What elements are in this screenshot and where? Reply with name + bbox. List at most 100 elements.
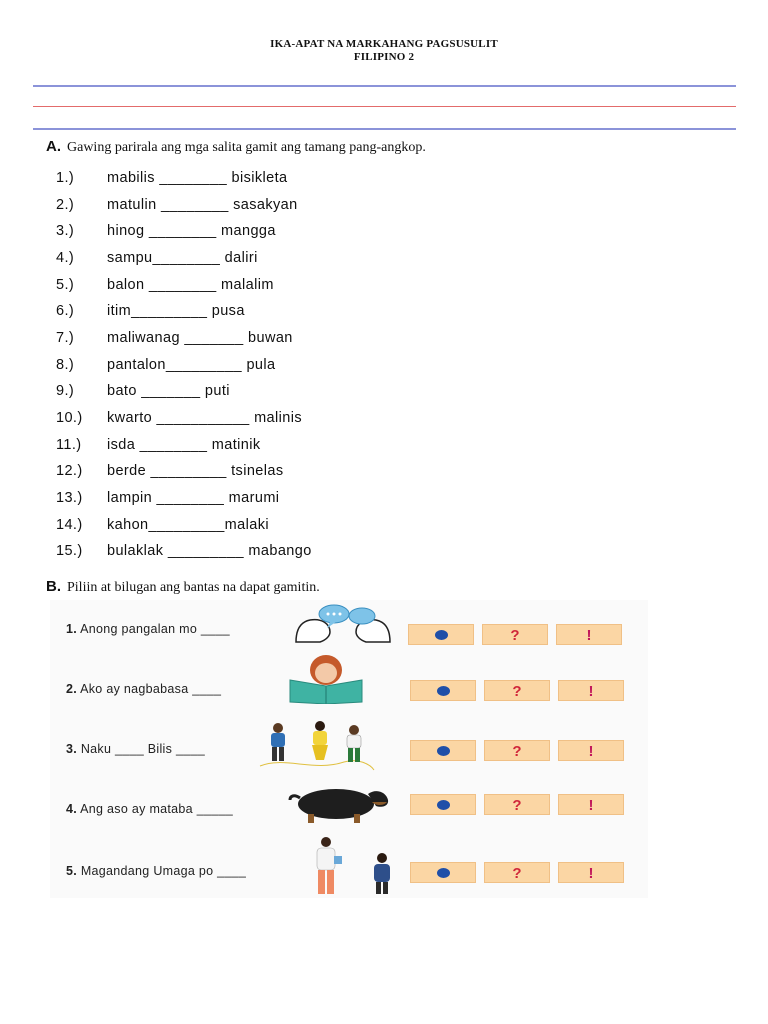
exam-title: IKA-APAT NA MARKAHANG PAGSUSULIT (270, 38, 498, 50)
question-mark-icon: ? (512, 797, 522, 814)
item-number: 8.) (56, 357, 75, 373)
item-text: kwarto ___________ malinis (107, 410, 302, 426)
list-item: 2.) matulin ________ sasakyan (56, 197, 298, 213)
speech-bubbles-icon (295, 604, 391, 643)
item-number: 14.) (56, 517, 83, 533)
item-number: 4.) (56, 250, 75, 266)
exclamation-icon: ! (588, 683, 594, 700)
item-text: itim_________ pusa (107, 303, 245, 319)
list-item: 9.) bato _______ puti (56, 383, 230, 399)
item-text: maliwanag _______ buwan (107, 330, 293, 346)
question-mark-choice[interactable]: ? (484, 794, 550, 815)
item-number: 11.) (56, 437, 82, 453)
item-text: kahon_________malaki (107, 517, 269, 533)
divider-line (33, 85, 736, 87)
item-number: 10.) (56, 410, 83, 426)
exclamation-icon: ! (588, 743, 594, 760)
section-a-instruction: Gawing parirala ang mga salita gamit ang… (67, 140, 426, 155)
period-choice[interactable] (410, 794, 476, 815)
exclamation-choice[interactable]: ! (558, 794, 624, 815)
list-item: 10.) kwarto ___________ malinis (56, 410, 302, 426)
item-number: 13.) (56, 490, 83, 506)
period-icon (437, 746, 450, 756)
period-icon (437, 868, 450, 878)
running-children-icon (259, 721, 375, 771)
item-text: hinog ________ mangga (107, 223, 276, 239)
greeting-people-icon (316, 837, 390, 894)
period-icon (435, 630, 448, 640)
period-choice[interactable] (408, 624, 474, 645)
item-text: isda ________ matinik (107, 437, 261, 453)
period-choice[interactable] (410, 740, 476, 761)
exclamation-choice[interactable]: ! (558, 740, 624, 761)
question-text: 2. Ako ay nagbabasa ____ (66, 682, 222, 696)
item-number: 9.) (56, 383, 75, 399)
period-choice[interactable] (410, 680, 476, 701)
item-text: balon ________ malalim (107, 277, 274, 293)
question-text: 4. Ang aso ay mataba _____ (66, 802, 233, 816)
item-text: matulin ________ sasakyan (107, 197, 298, 213)
exclamation-icon: ! (586, 627, 592, 644)
list-item: 6.) itim_________ pusa (56, 303, 245, 319)
question-text: 3. Naku ____ Bilis ____ (66, 742, 205, 756)
question-mark-icon: ? (512, 743, 522, 760)
section-b-title: B. Piliin at bilugan ang bantas na dapat … (46, 578, 320, 596)
question-mark-icon: ? (512, 683, 522, 700)
list-item: 5.) balon ________ malalim (56, 277, 274, 293)
period-choice[interactable] (410, 862, 476, 883)
period-icon (437, 686, 450, 696)
list-item: 12.) berde _________ tsinelas (56, 463, 283, 479)
question-row: 4. Ang aso ay mataba _____ ? ! (50, 788, 648, 828)
item-number: 1.) (56, 170, 75, 186)
item-text: berde _________ tsinelas (107, 463, 284, 479)
list-item: 7.) maliwanag _______ buwan (56, 330, 293, 346)
section-a-title: A. Gawing parirala ang mga salita gamit a… (46, 138, 426, 156)
question-mark-choice[interactable]: ? (484, 680, 550, 701)
list-item: 14.) kahon_________malaki (56, 517, 269, 533)
exclamation-choice[interactable]: ! (558, 680, 624, 701)
item-text: mabilis ________ bisikleta (107, 170, 288, 186)
question-row: 3. Naku ____ Bilis ____ ? ! (50, 721, 648, 771)
item-text: sampu________ daliri (107, 250, 258, 266)
punctuation-panel: 1. Anong pangalan mo ____ ? ! 2. Ako ay … (50, 600, 648, 898)
list-item: 8.) pantalon_________ pula (56, 357, 275, 373)
exclamation-choice[interactable]: ! (558, 862, 624, 883)
item-number: 15.) (56, 543, 83, 559)
question-text: 5. Magandang Umaga po ____ (66, 864, 247, 878)
exclamation-icon: ! (588, 865, 594, 882)
question-mark-choice[interactable]: ? (482, 624, 548, 645)
list-item: 4.) sampu________ daliri (56, 250, 258, 266)
question-row: 1. Anong pangalan mo ____ ? ! (50, 604, 648, 648)
item-number: 12.) (56, 463, 83, 479)
reading-child-icon (289, 655, 363, 704)
list-item: 15.) bulaklak _________ mabango (56, 543, 312, 559)
item-number: 3.) (56, 223, 75, 239)
section-a-letter: A. (46, 138, 61, 155)
question-mark-icon: ? (510, 627, 520, 644)
exclamation-icon: ! (588, 797, 594, 814)
question-mark-icon: ? (512, 865, 522, 882)
item-text: bulaklak _________ mabango (107, 543, 312, 559)
item-text: bato _______ puti (107, 383, 230, 399)
item-number: 7.) (56, 330, 75, 346)
divider-line (33, 106, 736, 107)
list-item: 13.) lampin ________ marumi (56, 490, 279, 506)
section-b-letter: B. (46, 578, 61, 595)
question-row: 2. Ako ay nagbabasa ____ ? ! (50, 655, 648, 708)
question-mark-choice[interactable]: ? (484, 862, 550, 883)
item-number: 2.) (56, 197, 75, 213)
list-item: 1.) mabilis ________ bisikleta (56, 170, 287, 186)
exam-subject: FILIPINO 2 (353, 51, 415, 63)
exclamation-choice[interactable]: ! (556, 624, 622, 645)
list-item: 3.) hinog ________ mangga (56, 223, 276, 239)
section-b-instruction: Piliin at bilugan ang bantas na dapat ga… (67, 580, 320, 595)
period-icon (437, 800, 450, 810)
item-number: 6.) (56, 303, 75, 319)
item-number: 5.) (56, 277, 75, 293)
item-text: lampin ________ marumi (107, 490, 280, 506)
question-row: 5. Magandang Umaga po ____ ? ! (50, 837, 648, 894)
fat-dog-icon (288, 789, 389, 823)
question-mark-choice[interactable]: ? (484, 740, 550, 761)
question-text: 1. Anong pangalan mo ____ (66, 622, 230, 636)
item-text: pantalon_________ pula (107, 357, 276, 373)
